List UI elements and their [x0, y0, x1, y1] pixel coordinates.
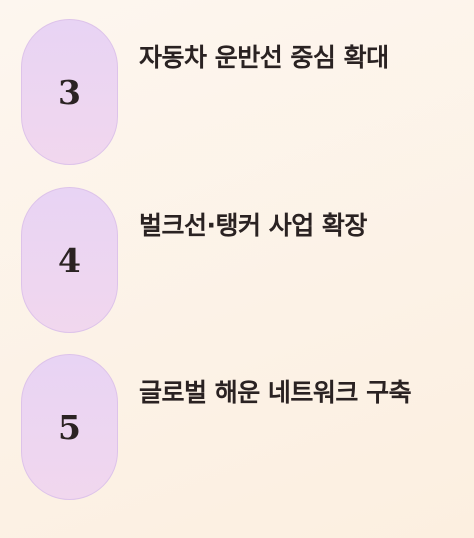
step-title: 자동차 운반선 중심 확대	[139, 43, 389, 72]
step-item-5: 5 글로벌 해운 네트워크 구축	[21, 354, 461, 502]
step-title: 글로벌 해운 네트워크 구축	[139, 378, 412, 407]
step-number: 3	[58, 72, 81, 112]
step-item-4: 4 벌크선·탱커 사업 확장	[21, 187, 461, 335]
step-number-badge: 4	[21, 187, 118, 333]
step-number-badge: 5	[21, 354, 118, 500]
step-title: 벌크선·탱커 사업 확장	[139, 211, 367, 240]
step-number: 5	[58, 407, 81, 447]
step-number: 4	[58, 240, 81, 280]
step-number-badge: 3	[21, 19, 118, 165]
step-item-3: 3 자동차 운반선 중심 확대	[21, 19, 461, 167]
